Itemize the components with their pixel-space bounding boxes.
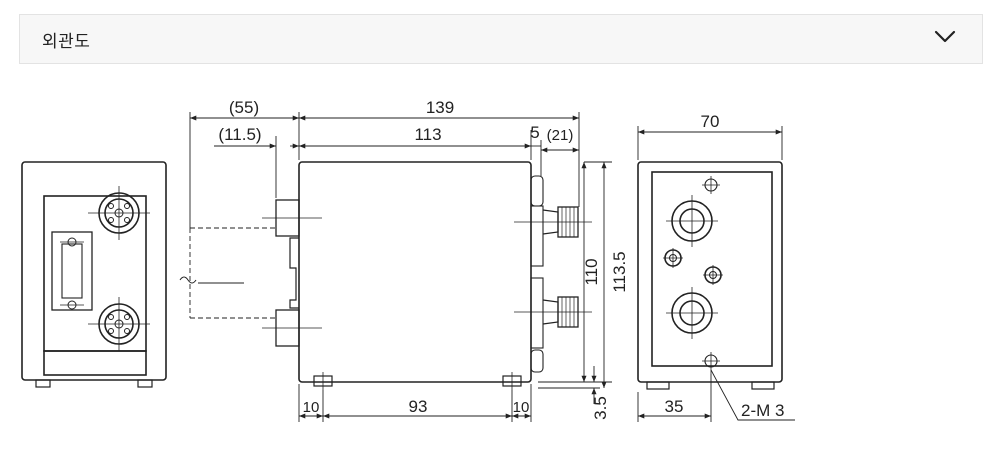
dim-foot-height: 3.5 xyxy=(591,396,610,420)
dim-top-left-outer: (55) xyxy=(229,98,259,117)
dim-height-total: 113.5 xyxy=(610,251,629,292)
dim-bottom-left-offset: 10 xyxy=(303,399,320,416)
dim-front-gap: 5 xyxy=(530,123,539,142)
dim-side-offset: 35 xyxy=(665,397,684,416)
accordion-header[interactable]: 외관도 xyxy=(19,14,983,64)
side-view-right xyxy=(637,161,783,390)
front-view xyxy=(262,161,592,390)
dim-thread-label: 2-M 3 xyxy=(741,401,784,420)
dim-top-left-inner: (11.5) xyxy=(218,125,261,144)
end-view-left xyxy=(21,161,167,388)
dim-body-length: 113 xyxy=(414,125,441,144)
dim-overall-length: 139 xyxy=(426,98,454,117)
dim-bottom-right-offset: 10 xyxy=(513,399,530,416)
outline-drawing: (55) 139 (11.5) 113 5 (21) 110 113.5 3.5… xyxy=(21,98,795,422)
cable-outline xyxy=(189,227,276,319)
chevron-down-icon[interactable] xyxy=(934,30,956,49)
dim-height-body: 110 xyxy=(582,258,601,285)
dim-front-protrusion: (21) xyxy=(547,127,574,144)
dim-bottom-span: 93 xyxy=(409,397,428,416)
section-title: 외관도 xyxy=(42,31,91,51)
dim-side-width: 70 xyxy=(701,112,720,131)
